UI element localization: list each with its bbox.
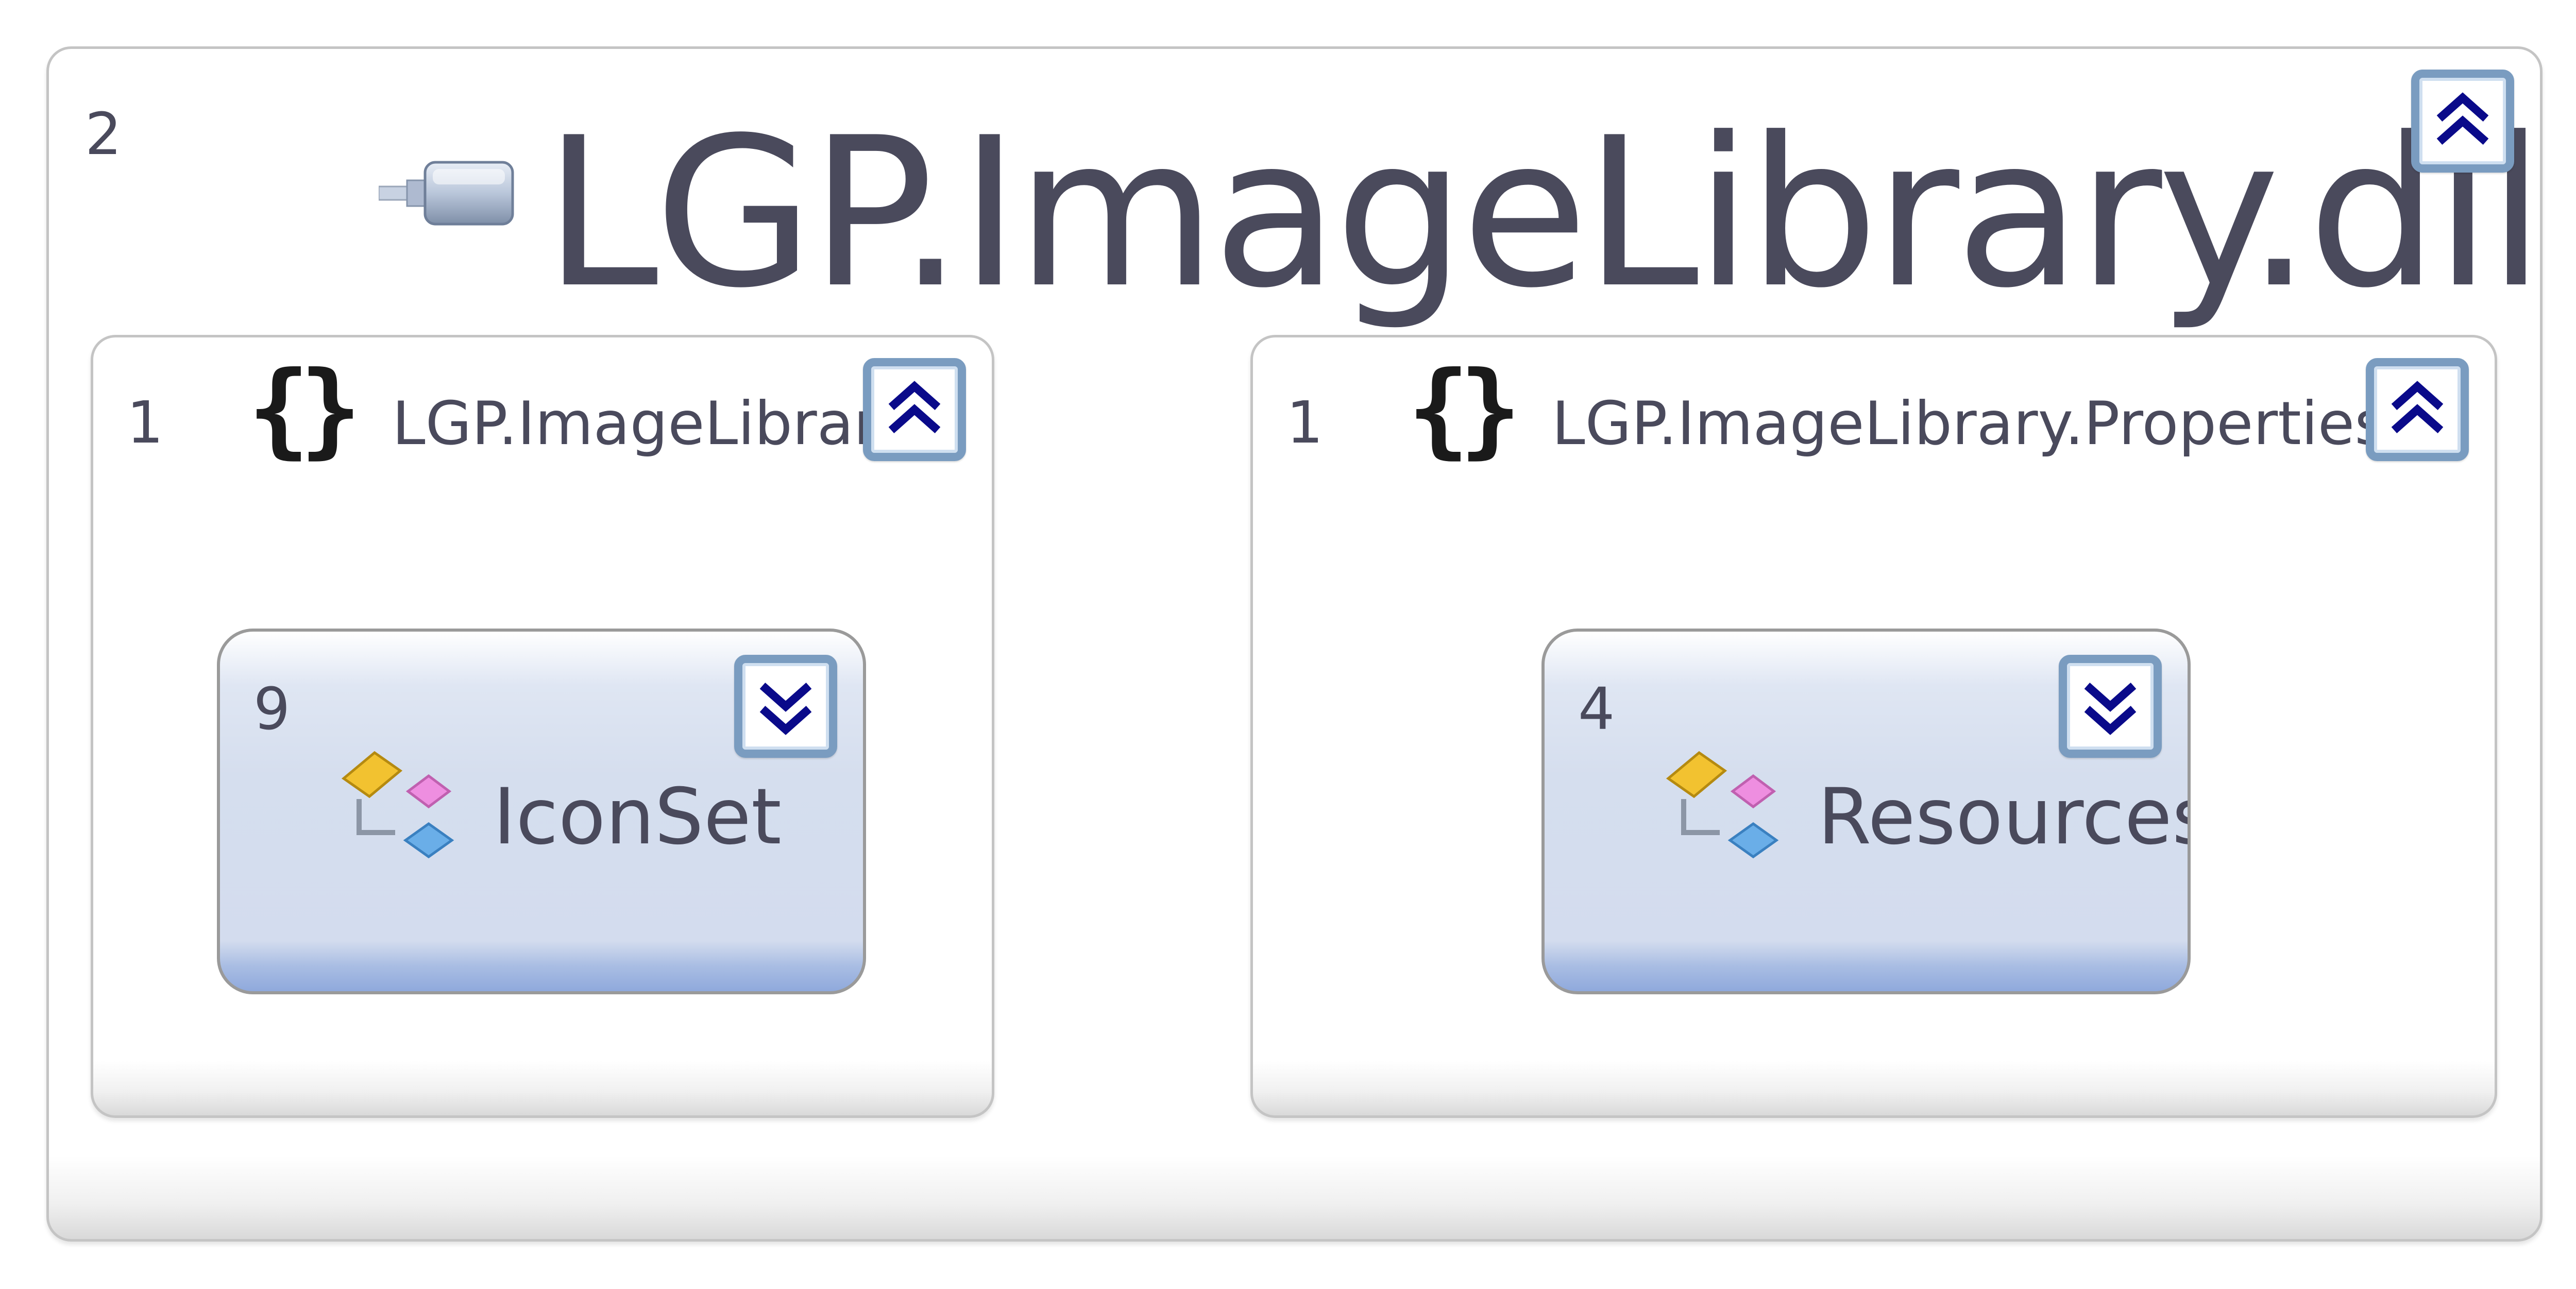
class-icon <box>341 751 454 859</box>
namespace-container-imagelibrary: 1 {} LGP.ImageLibrary 9 IconSet <box>91 335 994 1118</box>
namespace-title: LGP.ImageLibrary.Properties <box>1552 389 2386 459</box>
assembly-title: LGP.ImageLibrary.dll <box>544 94 2545 333</box>
class-member-count: 4 <box>1578 676 1615 743</box>
class-node-iconset[interactable]: 9 IconSet <box>217 629 866 994</box>
collapse-chevron-up-icon <box>2391 381 2444 433</box>
assembly-component-icon <box>379 161 514 226</box>
namespace-member-count: 1 <box>127 389 164 456</box>
class-expand-button[interactable] <box>734 655 837 758</box>
expand-chevron-down-icon <box>2084 683 2137 735</box>
assembly-collapse-button[interactable] <box>2411 70 2514 173</box>
class-member-count: 9 <box>253 676 291 743</box>
namespace-member-count: 1 <box>1286 389 1324 456</box>
collapse-chevron-up-icon <box>2436 92 2489 145</box>
expand-chevron-down-icon <box>759 683 812 735</box>
class-node-resources[interactable]: 4 Resources <box>1541 629 2191 994</box>
namespace-collapse-button[interactable] <box>2366 358 2469 461</box>
namespace-collapse-button[interactable] <box>863 358 966 461</box>
assembly-member-count: 2 <box>85 101 122 168</box>
collapse-chevron-up-icon <box>888 381 941 433</box>
namespace-braces-icon: {} <box>248 349 362 469</box>
class-name: IconSet <box>493 772 782 862</box>
namespace-braces-icon: {} <box>1408 349 1521 469</box>
class-name: Resources <box>1818 772 2191 862</box>
namespace-container-properties: 1 {} LGP.ImageLibrary.Properties 4 Resou… <box>1250 335 2497 1118</box>
class-expand-button[interactable] <box>2059 655 2162 758</box>
class-icon <box>1666 751 1779 859</box>
namespace-title: LGP.ImageLibrary <box>392 389 914 459</box>
